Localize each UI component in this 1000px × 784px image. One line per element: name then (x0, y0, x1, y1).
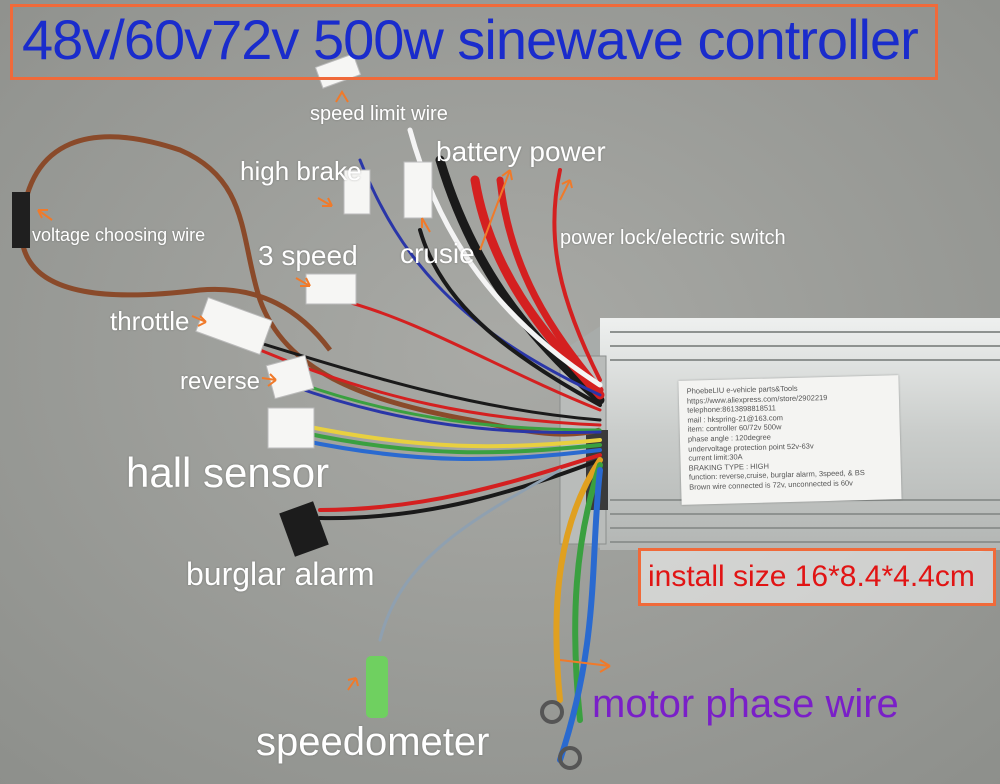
burglar-alarm-connector (279, 501, 329, 557)
speedometer-connector (366, 656, 388, 718)
hall-sensor-connector (267, 407, 315, 449)
voltage-connector (12, 192, 30, 248)
controller-spec-label: PhoebeLIU e-vehicle parts&Tools https://… (678, 375, 902, 505)
high-brake-connector (343, 169, 371, 215)
reverse-connector (265, 354, 315, 400)
label-battery-power: battery power (436, 136, 606, 167)
install-size-frame (638, 548, 996, 606)
label-reverse: reverse (180, 368, 261, 395)
phase-terminal-2 (558, 746, 582, 770)
label-speedometer: speedometer (256, 720, 490, 764)
label-high-brake: high brake (240, 156, 362, 186)
label-power-lock: power lock/electric switch (560, 227, 786, 249)
label-three-speed: 3 speed (258, 240, 358, 271)
label-crusie: crusie (400, 238, 475, 269)
label-speed-limit-wire: speed limit wire (310, 103, 448, 125)
callout-arrows (37, 90, 611, 691)
crusie-connector (403, 161, 433, 219)
label-throttle: throttle (110, 306, 190, 336)
label-burglar-alarm: burglar alarm (186, 556, 375, 592)
phase-terminal-1 (540, 700, 564, 724)
wire-bundle (248, 127, 605, 763)
label-voltage-choosing-wire: voltage choosing wire (32, 225, 206, 245)
install-size-text: install size 16*8.4*4.4cm (648, 560, 975, 593)
label-motor-phase-wire: motor phase wire (592, 682, 899, 726)
label-hall-sensor: hall sensor (126, 449, 330, 496)
page-title: 48v/60v72v 500w sinewave controller (22, 8, 919, 71)
throttle-connector (195, 296, 273, 356)
title-frame (10, 4, 938, 80)
three-speed-connector (305, 273, 357, 305)
